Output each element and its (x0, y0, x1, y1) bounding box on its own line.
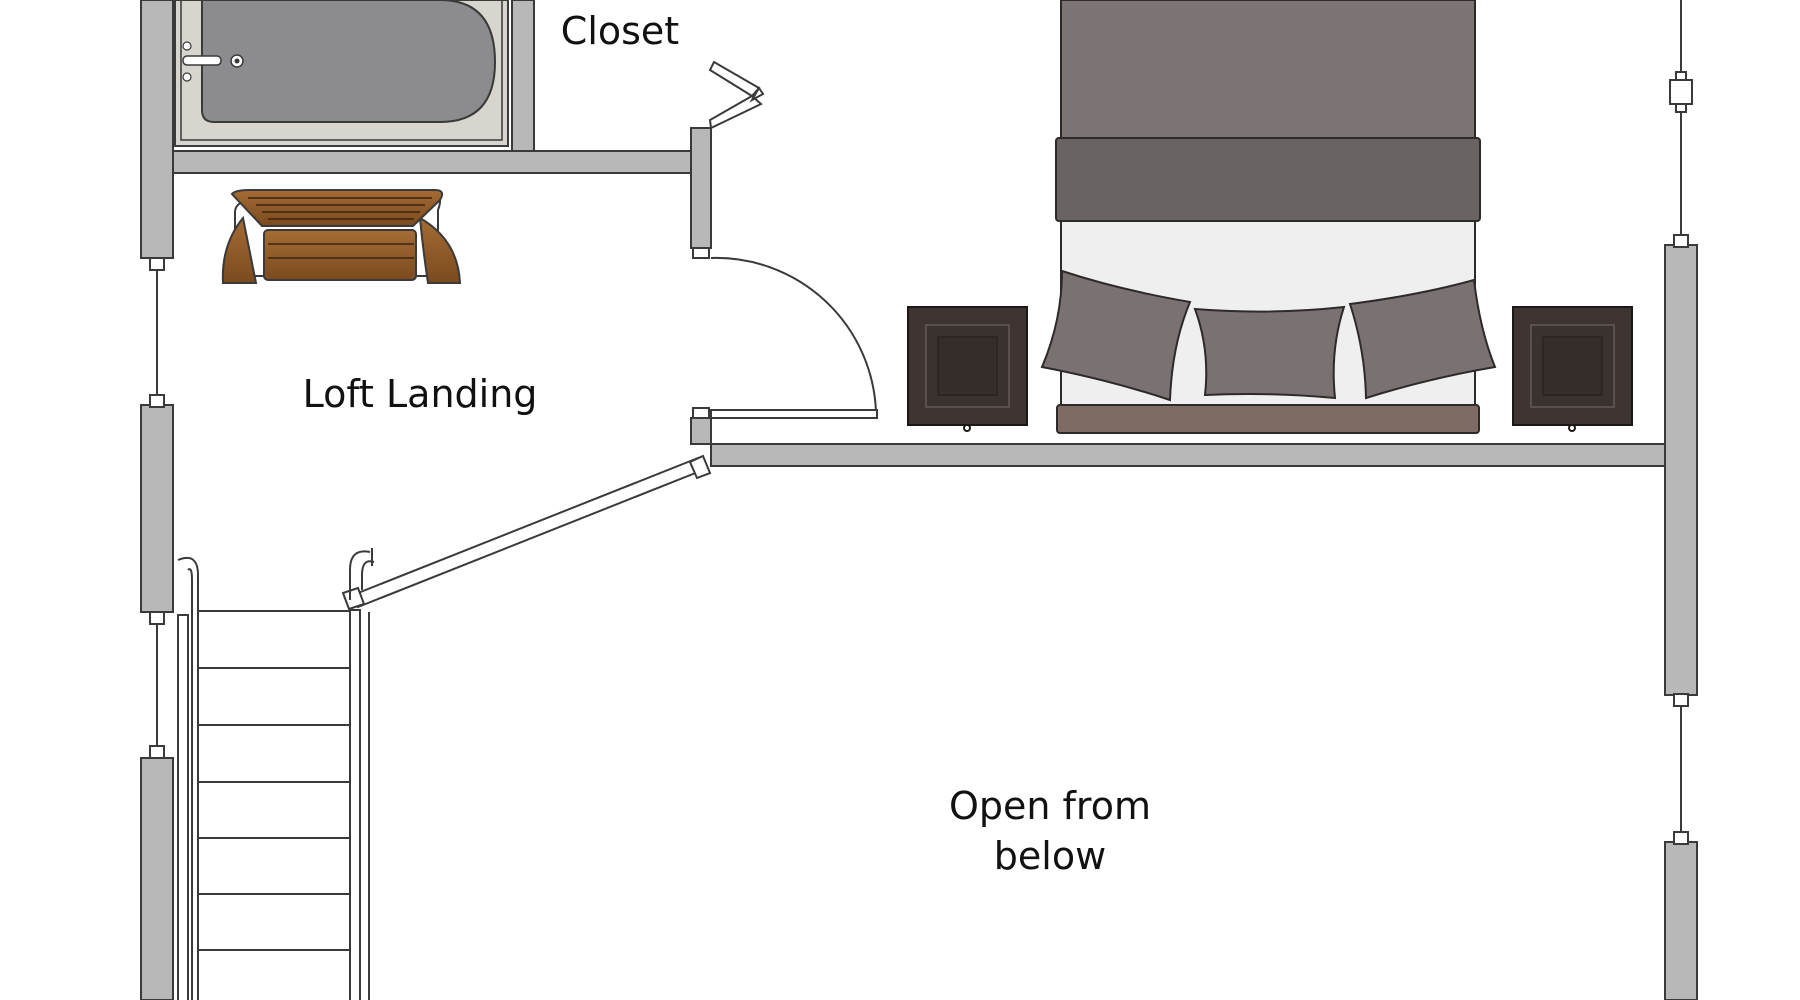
right-wall-bottom (1664, 841, 1698, 1000)
bed-footboard (1056, 404, 1480, 434)
right-wall (1664, 244, 1698, 1000)
pillow-left (1040, 269, 1192, 402)
staircase-icon (177, 548, 375, 1000)
bed-icon (1040, 0, 1497, 434)
door-swing-icon (341, 454, 712, 611)
room-label-open-line1: Open from (948, 784, 1151, 828)
left-wall-bottom (140, 757, 174, 1000)
right-wall-middle (1664, 244, 1698, 696)
bedroom-bottom-wall (710, 443, 1666, 467)
left-wall (140, 0, 174, 1000)
window-icon (149, 257, 165, 759)
pillow-middle (1193, 305, 1346, 400)
room-label-open-from-below: Open from below (920, 781, 1180, 881)
door-swing-icon (710, 256, 878, 419)
window-icon (1669, 0, 1693, 845)
room-label-loft-landing: Loft Landing (302, 372, 538, 416)
left-wall-top (140, 0, 174, 259)
bed-frame (1060, 0, 1476, 161)
door-swing-icon (708, 60, 765, 130)
room-label-closet: Closet (560, 9, 680, 53)
closet-right-wall-lower (690, 417, 712, 445)
room-label-open-line2: below (993, 834, 1107, 879)
bathtub-icon (174, 0, 509, 147)
bathroom-bottom-wall (172, 150, 692, 174)
nightstand-icon (907, 306, 1028, 432)
closet-divider-wall (511, 0, 535, 152)
closet-right-wall-upper (690, 127, 712, 249)
nightstand-icon (1512, 306, 1633, 432)
bench-icon (221, 189, 462, 284)
left-wall-middle (140, 404, 174, 613)
pillow-right (1348, 278, 1497, 400)
bed-headboard (1055, 137, 1481, 222)
interior-walls (172, 0, 1666, 467)
